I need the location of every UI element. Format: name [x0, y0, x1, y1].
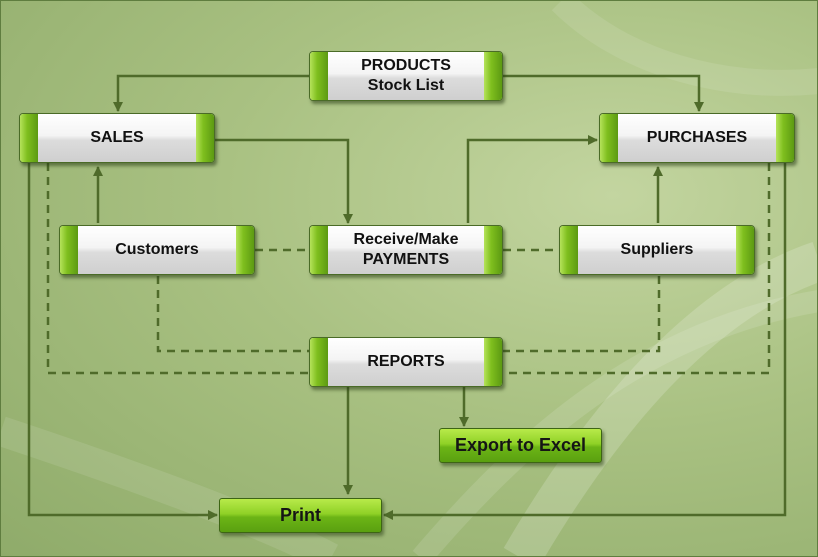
products-subtitle: Stock List — [367, 77, 445, 94]
dashed-customers-reports — [156, 276, 309, 353]
dashed-purchases-reports — [503, 163, 771, 375]
payments-label-line2: PAYMENTS — [362, 251, 450, 268]
payments-node[interactable]: Receive/Make PAYMENTS — [309, 225, 503, 275]
suppliers-node[interactable]: Suppliers — [559, 225, 755, 275]
products-title: PRODUCTS — [361, 57, 451, 74]
arrow-payments-to-purchases — [466, 135, 598, 223]
arrow-sales-to-payments — [215, 138, 353, 224]
customers-label: Customers — [115, 241, 199, 258]
products-node[interactable]: PRODUCTS Stock List — [309, 51, 503, 101]
arrow-products-to-sales — [113, 74, 309, 112]
export-to-excel-button[interactable]: Export to Excel — [439, 428, 602, 463]
purchases-label: PURCHASES — [646, 129, 748, 146]
purchases-node[interactable]: PURCHASES — [599, 113, 795, 163]
print-button[interactable]: Print — [219, 498, 382, 533]
arrow-sales-to-print — [27, 163, 218, 520]
dashed-suppliers-reports — [503, 276, 661, 353]
dashed-sales-reports — [46, 163, 309, 375]
arrow-products-to-purchases — [503, 74, 704, 112]
arrow-purchases-to-print — [383, 163, 787, 520]
suppliers-label: Suppliers — [620, 241, 694, 258]
reports-node[interactable]: REPORTS — [309, 337, 503, 387]
reports-label: REPORTS — [367, 353, 445, 370]
payments-label-line1: Receive/Make — [353, 231, 459, 248]
sales-label: SALES — [90, 129, 144, 146]
sales-node[interactable]: SALES — [19, 113, 215, 163]
customers-node[interactable]: Customers — [59, 225, 255, 275]
